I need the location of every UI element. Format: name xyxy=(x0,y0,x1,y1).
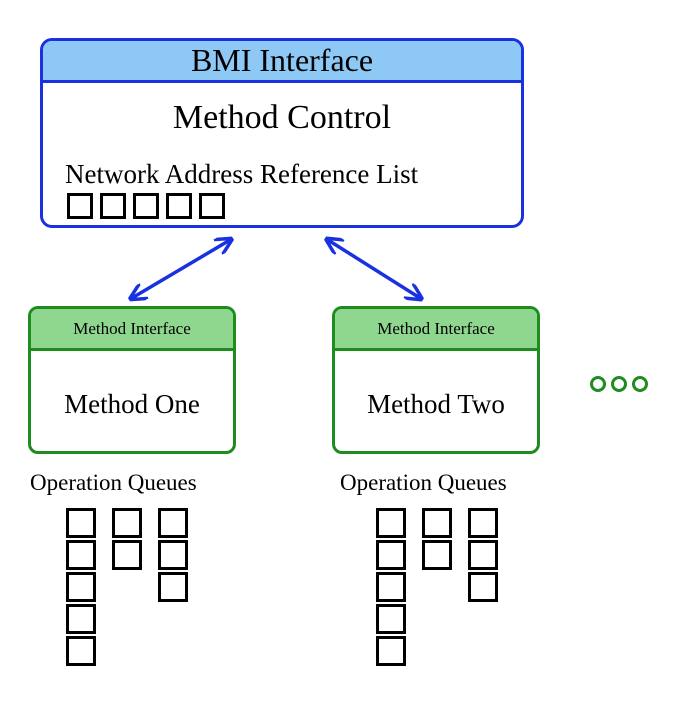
queue-slot xyxy=(468,540,498,570)
bmi-box: BMI Interface Method Control Network Add… xyxy=(40,38,524,228)
dot xyxy=(611,376,627,392)
arrow-bmi-method-two xyxy=(328,240,420,298)
method-one-queue-label: Operation Queues xyxy=(30,470,197,495)
queue-slot xyxy=(376,508,406,538)
address-slot xyxy=(67,193,93,219)
queue-slot xyxy=(66,508,96,538)
method-one-title: Method One xyxy=(64,389,200,419)
queue-slot xyxy=(376,572,406,602)
network-address-reference-list xyxy=(67,193,225,219)
queue-slot xyxy=(422,540,452,570)
network-address-reference-list-label: Network Address Reference List xyxy=(65,159,419,189)
queue-slot xyxy=(468,508,498,538)
queue-slot xyxy=(112,540,142,570)
method-control-title: Method Control xyxy=(172,99,392,136)
queue-slot xyxy=(468,572,498,602)
queue-slot xyxy=(422,508,452,538)
method-two-operation-queues xyxy=(376,508,506,678)
queue-slot xyxy=(158,540,188,570)
bmi-interface-header: BMI Interface xyxy=(43,41,521,83)
method-two-box: Method Interface Method Two xyxy=(332,306,540,454)
queue-slot xyxy=(158,508,188,538)
queue-slot xyxy=(66,636,96,666)
dot xyxy=(590,376,606,392)
method-two-queue-label: Operation Queues xyxy=(340,470,507,495)
queue-slot xyxy=(66,572,96,602)
address-slot xyxy=(199,193,225,219)
arrow-bmi-method-one xyxy=(132,240,230,298)
method-one-interface-header: Method Interface xyxy=(31,309,233,351)
queue-slot xyxy=(66,604,96,634)
queue-slot xyxy=(158,572,188,602)
dot xyxy=(632,376,648,392)
queue-slot xyxy=(376,540,406,570)
method-two-interface-header: Method Interface xyxy=(335,309,537,351)
queue-slot xyxy=(66,540,96,570)
queue-slot xyxy=(376,636,406,666)
method-one-box: Method Interface Method One xyxy=(28,306,236,454)
address-slot xyxy=(166,193,192,219)
method-two-title: Method Two xyxy=(367,389,505,419)
method-one-operation-queues xyxy=(66,508,196,678)
ellipsis-icon xyxy=(590,376,648,392)
address-slot xyxy=(100,193,126,219)
queue-slot xyxy=(112,508,142,538)
address-slot xyxy=(133,193,159,219)
queue-slot xyxy=(376,604,406,634)
